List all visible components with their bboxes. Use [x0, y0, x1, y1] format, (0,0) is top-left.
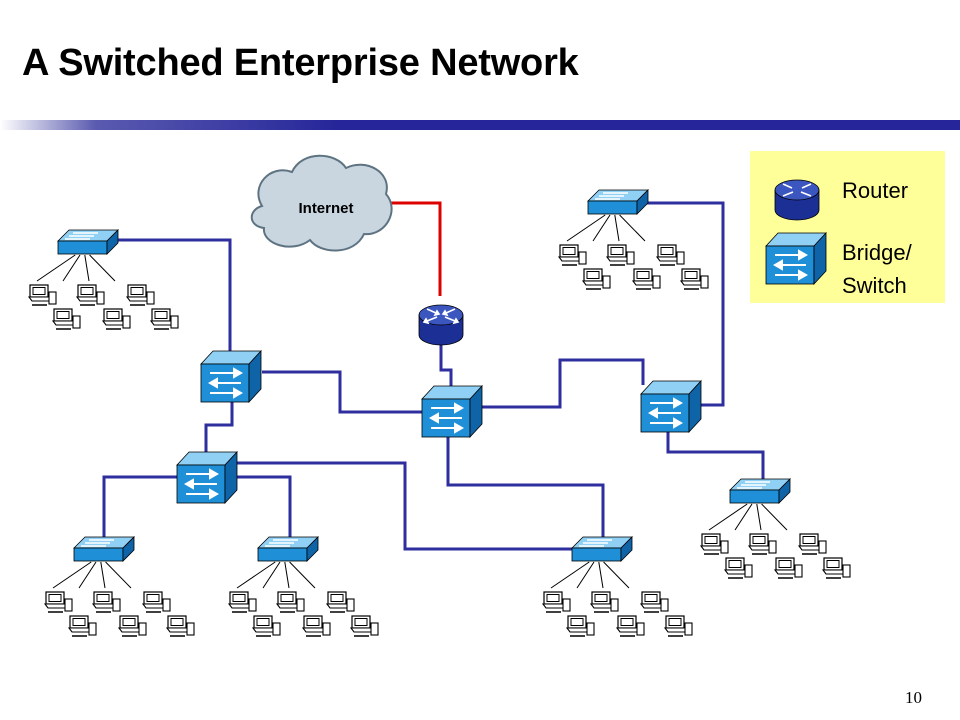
workgroup-switch-icon — [257, 536, 319, 562]
fan-out-line — [284, 561, 290, 589]
fan-out-line — [614, 214, 620, 242]
workstation-icon — [252, 615, 281, 637]
legend-switch-label-line1: Bridge/ — [842, 240, 912, 265]
link-right-to-far-right — [666, 424, 765, 483]
workstation-icon — [44, 591, 73, 613]
fan-out-line — [105, 561, 132, 589]
fan-out-line — [289, 561, 316, 589]
workstation-icon — [724, 557, 753, 579]
link-top-right-to-right — [646, 201, 725, 407]
fan-out-line — [592, 214, 611, 242]
fan-out-line — [84, 254, 90, 282]
workstation-icon — [28, 284, 57, 306]
legend-switch-icon — [765, 232, 827, 285]
fan-out-line — [62, 254, 81, 282]
workstation-icon — [276, 591, 305, 613]
fan-out-line — [708, 503, 748, 531]
switch-icon — [640, 380, 702, 433]
link-left-to-center — [262, 370, 425, 414]
switch-icon — [421, 385, 483, 438]
workstation-icon — [228, 591, 257, 613]
workstation-icon — [616, 615, 645, 637]
fan-out-line — [236, 561, 276, 589]
workstation-icon — [76, 284, 105, 306]
workstation-icon — [102, 308, 131, 330]
fan-out-line — [89, 254, 116, 282]
workstation-icon — [142, 591, 171, 613]
workstation-icon — [118, 615, 147, 637]
workgroup-clusters — [28, 189, 851, 637]
workstation-icon — [822, 557, 851, 579]
switch-icon — [200, 350, 262, 403]
link-center-to-right — [480, 358, 645, 409]
workstation-icon — [700, 533, 729, 555]
internet-cloud: Internet — [250, 154, 393, 252]
link-bottom-core-to-bottom-right — [233, 461, 573, 551]
internet-label: Internet — [298, 200, 353, 217]
workstation-icon — [302, 615, 331, 637]
workstation-icon — [126, 284, 155, 306]
legend-router-icon — [774, 179, 820, 221]
fan-out-line — [603, 561, 630, 589]
title-underline-bar — [0, 120, 960, 130]
workgroup-switch-icon — [73, 536, 135, 562]
workgroup-switch-icon — [57, 229, 119, 255]
fan-out-line — [566, 214, 606, 242]
legend-panel: Router Bridge/ Switch — [750, 151, 945, 303]
slide-title: A Switched Enterprise Network — [22, 42, 579, 84]
workstation-icon — [656, 244, 685, 266]
fan-out-line — [576, 561, 595, 589]
link-core-to-bottom-left — [102, 475, 178, 539]
link-core-left-chain — [204, 392, 234, 458]
fan-out-line — [52, 561, 92, 589]
workgroup-switch-icon — [571, 536, 633, 562]
fan-out-line — [761, 503, 788, 531]
workstation-icon — [92, 591, 121, 613]
workstation-icon — [606, 244, 635, 266]
workstation-icon — [566, 615, 595, 637]
workstation-icon — [150, 308, 179, 330]
network-links — [102, 201, 765, 551]
workstation-icon — [558, 244, 587, 266]
workstation-icon — [542, 591, 571, 613]
workstation-icon — [632, 268, 661, 290]
legend-router-label: Router — [842, 178, 909, 203]
workstation-icon — [326, 591, 355, 613]
fan-out-line — [100, 561, 106, 589]
legend-switch-label-line2: Switch — [842, 273, 907, 298]
switch-icon — [176, 451, 238, 504]
workstation-icon — [798, 533, 827, 555]
fan-out-line — [619, 214, 646, 242]
fan-out-line — [550, 561, 590, 589]
workstation-icon — [774, 557, 803, 579]
fan-out-line — [756, 503, 762, 531]
workstation-icon — [590, 591, 619, 613]
workstation-icon — [68, 615, 97, 637]
internet-link — [390, 201, 442, 296]
page-number: 10 — [905, 688, 922, 707]
fan-out-line — [36, 254, 76, 282]
workgroup-switch-icon — [729, 478, 791, 504]
workstation-icon — [350, 615, 379, 637]
fan-out-line — [78, 561, 97, 589]
workstation-icon — [166, 615, 195, 637]
workgroup-switch-icon — [587, 189, 649, 215]
fan-out-line — [734, 503, 753, 531]
router-icon — [418, 304, 464, 346]
link-center-to-bottom-right — [446, 430, 605, 539]
workstation-icon — [582, 268, 611, 290]
workstation-icon — [640, 591, 669, 613]
workstation-icon — [52, 308, 81, 330]
link-router-to-center — [439, 342, 453, 392]
fan-out-line — [262, 561, 281, 589]
workstation-icon — [680, 268, 709, 290]
workstation-icon — [664, 615, 693, 637]
link-upper-left-switch — [118, 238, 232, 352]
workstation-icon — [748, 533, 777, 555]
fan-out-line — [598, 561, 604, 589]
link-core-to-bottom-middle — [233, 475, 292, 539]
